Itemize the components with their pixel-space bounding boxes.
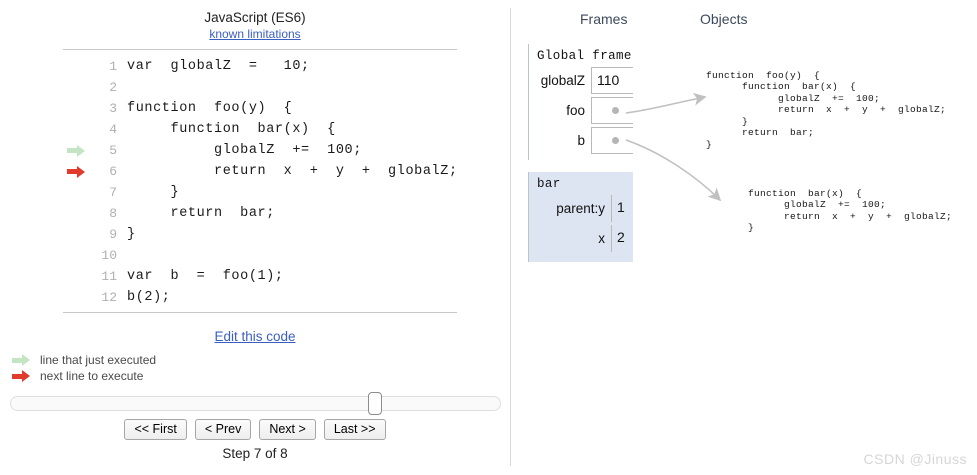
legend-row: next line to execute (10, 368, 156, 384)
gutter-spacer (63, 98, 93, 119)
code-line: 4 function bar(x) { (63, 119, 457, 140)
watermark: CSDN @Jinuss (863, 451, 967, 467)
code-pane: JavaScript (ES6) known limitations 1 var … (0, 10, 510, 461)
variable-value: 110 (591, 67, 633, 94)
variable-name: x (598, 231, 605, 246)
code-line: 1 var globalZ = 10; (63, 56, 457, 77)
variable-row-x: x 2 (529, 225, 633, 252)
bar-function-object: function bar(x) { globalZ += 100; return… (748, 187, 953, 234)
frames-header: Frames (580, 11, 628, 27)
code-line: 7 } (63, 182, 457, 203)
code-text: globalZ += 100; (127, 143, 362, 158)
gutter-spacer (63, 224, 93, 245)
next-line-arrow-icon (63, 161, 93, 182)
variable-name: foo (566, 103, 585, 118)
code-line: 10 (63, 245, 457, 266)
code-text: return bar; (127, 206, 275, 221)
code-line: 5 globalZ += 100; (63, 140, 457, 161)
known-limitations-link[interactable]: known limitations (209, 27, 301, 41)
code-line: 9} (63, 224, 457, 245)
legend-label: line that just executed (40, 353, 157, 367)
pointer-dot-icon (612, 137, 619, 144)
variable-value: 2 (611, 225, 633, 252)
step-slider-handle[interactable] (367, 392, 382, 415)
code-text: function bar(x) { (127, 122, 336, 137)
frame-title: bar (537, 177, 561, 191)
visualization-pane: Frames Objects Global frame globalZ 110 … (510, 0, 977, 475)
variable-name: globalZ (540, 73, 585, 88)
line-number: 9 (109, 227, 117, 242)
gutter-spacer (63, 77, 93, 98)
line-number: 7 (109, 185, 117, 200)
code-line: 8 return bar; (63, 203, 457, 224)
frame-title: Global frame (537, 49, 632, 63)
first-button[interactable]: << First (124, 419, 187, 440)
variable-row-globalZ: globalZ 110 (529, 67, 633, 94)
code-text: } (127, 227, 136, 242)
variable-value-pointer (591, 127, 633, 154)
line-number: 10 (101, 248, 117, 263)
code-line: 2 (63, 77, 457, 98)
variable-value: 1 (611, 195, 633, 222)
variable-name: parent:y (556, 201, 605, 216)
code-text: b(2); (127, 290, 171, 305)
next-line-arrow-icon (10, 370, 34, 382)
code-line: 6 return x + y + globalZ; (63, 161, 457, 182)
line-number: 8 (109, 206, 117, 221)
gutter-spacer (63, 266, 93, 287)
foo-function-object: function foo(y) { function bar(x) { glob… (706, 69, 947, 150)
pane-divider (510, 8, 511, 466)
legend-label: next line to execute (40, 369, 144, 383)
playback-controls: << First < Prev Next > Last >> (0, 419, 510, 440)
line-number: 1 (109, 59, 117, 74)
gutter-spacer (63, 182, 93, 203)
language-header: JavaScript (ES6) known limitations (0, 10, 510, 42)
line-number: 12 (101, 290, 117, 305)
variable-row-foo: foo (529, 97, 633, 124)
variable-name: b (577, 133, 585, 148)
code-text: return x + y + globalZ; (127, 164, 458, 179)
objects-header: Objects (700, 11, 748, 27)
step-slider-track[interactable] (10, 396, 501, 411)
code-text: var b = foo(1); (127, 269, 284, 284)
variable-row-b: b (529, 127, 633, 154)
code-text: var globalZ = 10; (127, 59, 310, 74)
step-indicator: Step 7 of 8 (222, 446, 288, 461)
gutter-spacer (63, 56, 93, 77)
arrow-foo-to-object (625, 92, 707, 114)
gutter-spacer (63, 287, 93, 308)
legend-row: line that just executed (10, 352, 156, 368)
code-line: 3 function foo(y) { (63, 98, 457, 119)
code-line: 12 b(2); (63, 287, 457, 308)
frame-bar: bar parent:y 1 x 2 (528, 172, 633, 262)
frame-global: Global frame globalZ 110 foo b (528, 44, 633, 160)
prev-button[interactable]: < Prev (194, 419, 252, 440)
variable-row-parent-y: parent:y 1 (529, 195, 633, 222)
line-number: 11 (101, 269, 117, 284)
line-number: 6 (109, 164, 117, 179)
variable-value-pointer (591, 97, 633, 124)
just-executed-arrow-icon (10, 354, 34, 366)
line-number: 4 (109, 122, 117, 137)
code-listing: 1 var globalZ = 10; 2 3 function foo(y) { 4 f… (63, 49, 457, 313)
line-number: 5 (109, 143, 117, 158)
just-executed-arrow-icon (63, 140, 93, 161)
code-line: 11 var b = foo(1); (63, 266, 457, 287)
code-text: function foo(y) { (127, 101, 293, 116)
next-button[interactable]: Next > (259, 419, 316, 440)
gutter-spacer (63, 245, 93, 266)
execution-legend: line that just executed next line to exec… (10, 352, 156, 384)
gutter-spacer (63, 203, 93, 224)
line-number: 2 (109, 80, 117, 95)
language-title: JavaScript (ES6) (204, 10, 306, 25)
gutter-spacer (63, 119, 93, 140)
last-button[interactable]: Last >> (323, 419, 386, 440)
code-text: } (127, 185, 180, 200)
edit-this-code-link[interactable]: Edit this code (214, 329, 296, 344)
pointer-dot-icon (612, 107, 619, 114)
line-number: 3 (109, 101, 117, 116)
